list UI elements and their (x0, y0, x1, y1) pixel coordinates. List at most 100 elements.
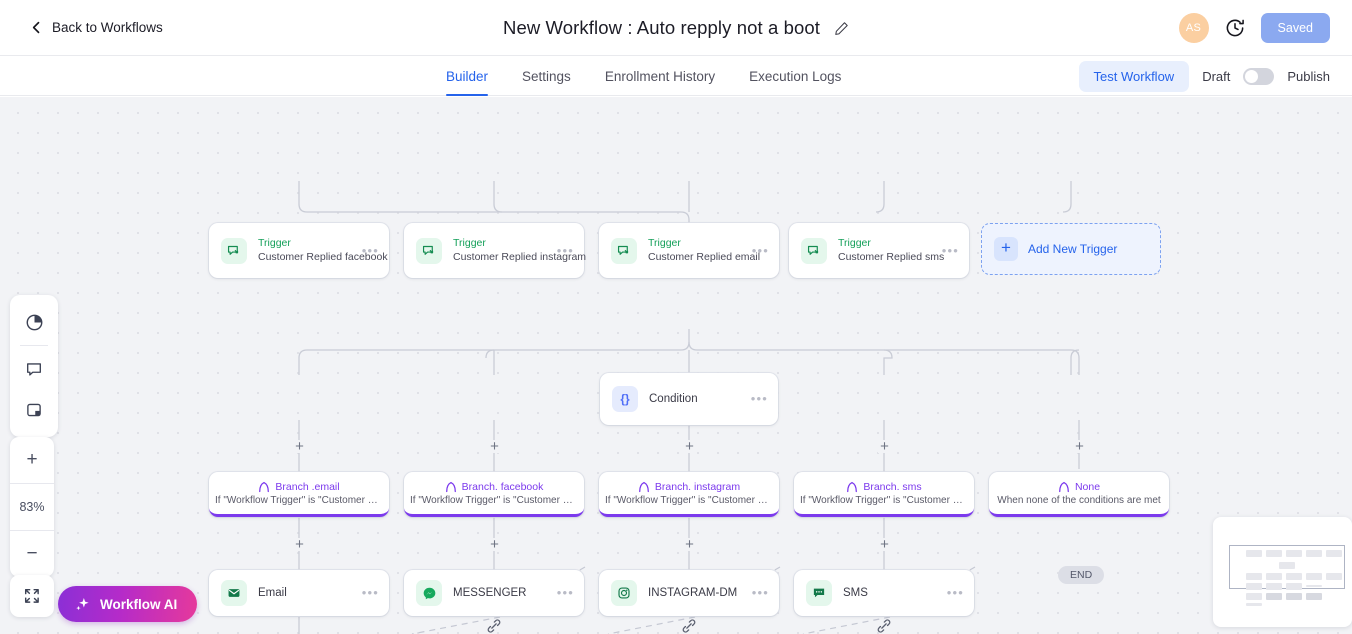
trigger-kind: Trigger (453, 237, 486, 249)
tab-settings[interactable]: Settings (522, 68, 571, 84)
zoom-divider (10, 530, 54, 531)
zoom-in-button[interactable]: + (26, 449, 38, 470)
node-menu-icon[interactable]: ••• (941, 242, 959, 258)
branch-node-facebook[interactable]: Branch. facebook If "Workflow Trigger" i… (404, 472, 584, 517)
trigger-text: Trigger Customer Replied email (648, 237, 760, 264)
branch-fork-icon (638, 481, 649, 492)
add-step-handle-a2[interactable]: + (488, 537, 501, 552)
add-step-handle-b5[interactable]: + (1073, 439, 1086, 454)
chat-reply-icon (416, 237, 442, 264)
branch-header: Branch. instagram (638, 481, 740, 493)
pie-chart-icon (26, 314, 42, 331)
trigger-node-instagram[interactable]: Trigger Customer Replied instagram ••• (404, 223, 587, 278)
add-step-handle-b2[interactable]: + (488, 439, 501, 454)
add-step-handle-b1[interactable]: + (293, 439, 306, 454)
add-new-trigger-button[interactable]: + Add New Trigger (981, 223, 1161, 275)
branch-subtitle: If "Workflow Trigger" is "Customer Re… (410, 494, 578, 506)
tab-enrollment-history[interactable]: Enrollment History (604, 68, 716, 84)
minimap-row (1246, 583, 1322, 590)
connector-edges (298, 181, 1080, 634)
node-menu-icon[interactable]: ••• (361, 242, 379, 258)
action-label: INSTAGRAM-DM (648, 587, 738, 599)
analytics-button[interactable] (10, 302, 58, 343)
action-node-sms[interactable]: SMS ••• (794, 570, 974, 616)
branch-subtitle: If "Workflow Trigger" is "Customer Re… (215, 494, 383, 506)
add-step-handle-a3[interactable]: + (683, 537, 696, 552)
toolbar-divider (20, 345, 48, 346)
action-node-messenger[interactable]: MESSENGER ••• (404, 570, 584, 616)
fit-to-screen-icon (24, 588, 39, 603)
minimap-row (1246, 603, 1262, 606)
trigger-node-sms[interactable]: Trigger Customer Replied sms ••• (789, 223, 969, 278)
workflow-ai-button[interactable]: Workflow AI (58, 586, 198, 622)
back-label: Back to Workflows (52, 20, 163, 35)
condition-node[interactable]: {} Condition ••• (600, 373, 778, 425)
link-chain-icon[interactable] (681, 618, 697, 634)
add-step-handle-b4[interactable]: + (878, 439, 891, 454)
publish-toggle[interactable] (1243, 67, 1275, 85)
chat-reply-icon (801, 237, 827, 264)
end-badge: END (1058, 566, 1105, 584)
node-menu-icon[interactable]: ••• (361, 585, 379, 600)
zoom-divider (10, 483, 54, 484)
node-menu-icon[interactable]: ••• (751, 242, 769, 258)
branch-title: Branch. instagram (654, 480, 741, 493)
tab-builder[interactable]: Builder (446, 56, 489, 96)
trigger-name: Customer Replied sms (838, 251, 945, 263)
avatar[interactable]: AS (1178, 13, 1209, 43)
zoom-out-button[interactable]: − (26, 543, 38, 564)
notes-button[interactable] (10, 389, 58, 430)
add-step-handle-b3[interactable]: + (683, 439, 696, 454)
saved-button[interactable]: Saved (1260, 13, 1330, 43)
branch-node-sms[interactable]: Branch. sms If "Workflow Trigger" is "Cu… (794, 472, 974, 517)
sparkle-icon (76, 597, 89, 610)
branch-node-email[interactable]: Branch .email If "Workflow Trigger" is "… (209, 472, 389, 517)
tabbar-actions: Test Workflow Draft Publish (1078, 56, 1330, 96)
zoom-level-label[interactable]: 83% (19, 500, 45, 514)
node-menu-icon[interactable]: ••• (556, 242, 574, 258)
branch-node-instagram[interactable]: Branch. instagram If "Workflow Trigger" … (599, 472, 779, 517)
comments-button[interactable] (10, 348, 58, 389)
test-workflow-button[interactable]: Test Workflow (1078, 60, 1190, 92)
chat-reply-icon (611, 237, 637, 264)
trigger-kind: Trigger (648, 237, 681, 249)
fit-to-screen-button[interactable] (10, 575, 54, 617)
minimap-row (1246, 550, 1342, 557)
node-menu-icon[interactable]: ••• (946, 585, 964, 600)
node-menu-icon[interactable]: ••• (556, 585, 574, 600)
trigger-text: Trigger Customer Replied instagram (453, 237, 587, 264)
trigger-name: Customer Replied instagram (453, 251, 587, 263)
add-step-handle-a1[interactable]: + (293, 537, 306, 552)
link-chain-icon[interactable] (876, 618, 892, 634)
branch-title: None (1074, 480, 1101, 493)
action-node-email[interactable]: Email ••• (209, 570, 389, 616)
branch-subtitle: If "Workflow Trigger" is "Customer Re… (605, 494, 773, 506)
braces-icon: {} (612, 386, 638, 412)
condition-label: Condition (649, 393, 698, 405)
branch-fork-icon (1059, 481, 1069, 492)
branch-fork-icon (259, 481, 270, 492)
tab-execution-logs[interactable]: Execution Logs (749, 68, 842, 84)
tab-list: Builder Settings Enrollment History Exec… (446, 56, 841, 96)
trigger-node-facebook[interactable]: Trigger Customer Replied facebook ••• (209, 223, 389, 278)
node-menu-icon[interactable]: ••• (751, 585, 769, 600)
instagram-icon (611, 580, 637, 606)
history-clock-icon[interactable] (1225, 18, 1245, 38)
trigger-name: Customer Replied email (648, 251, 761, 263)
canvas-tool-panel (10, 295, 58, 437)
back-to-workflows-link[interactable]: Back to Workflows (30, 20, 163, 35)
canvas-minimap[interactable] (1213, 517, 1352, 627)
trigger-node-email[interactable]: Trigger Customer Replied email ••• (599, 223, 779, 278)
messenger-icon (416, 580, 442, 606)
branch-node-none[interactable]: None When none of the conditions are met (989, 472, 1169, 517)
header-actions: AS Saved (1178, 0, 1330, 56)
workflow-canvas[interactable]: + + + + + + + + + + Trigger Customer Rep… (0, 97, 1352, 634)
link-chain-icon[interactable] (486, 618, 502, 634)
branch-subtitle: If "Workflow Trigger" is "Customer Re… (800, 494, 968, 506)
trigger-name: Customer Replied facebook (258, 251, 388, 263)
node-menu-icon[interactable]: ••• (750, 391, 768, 406)
add-step-handle-a4[interactable]: + (878, 537, 891, 552)
pencil-icon[interactable] (834, 21, 849, 36)
action-node-instagram-dm[interactable]: INSTAGRAM-DM ••• (599, 570, 779, 616)
action-label: SMS (843, 587, 868, 599)
